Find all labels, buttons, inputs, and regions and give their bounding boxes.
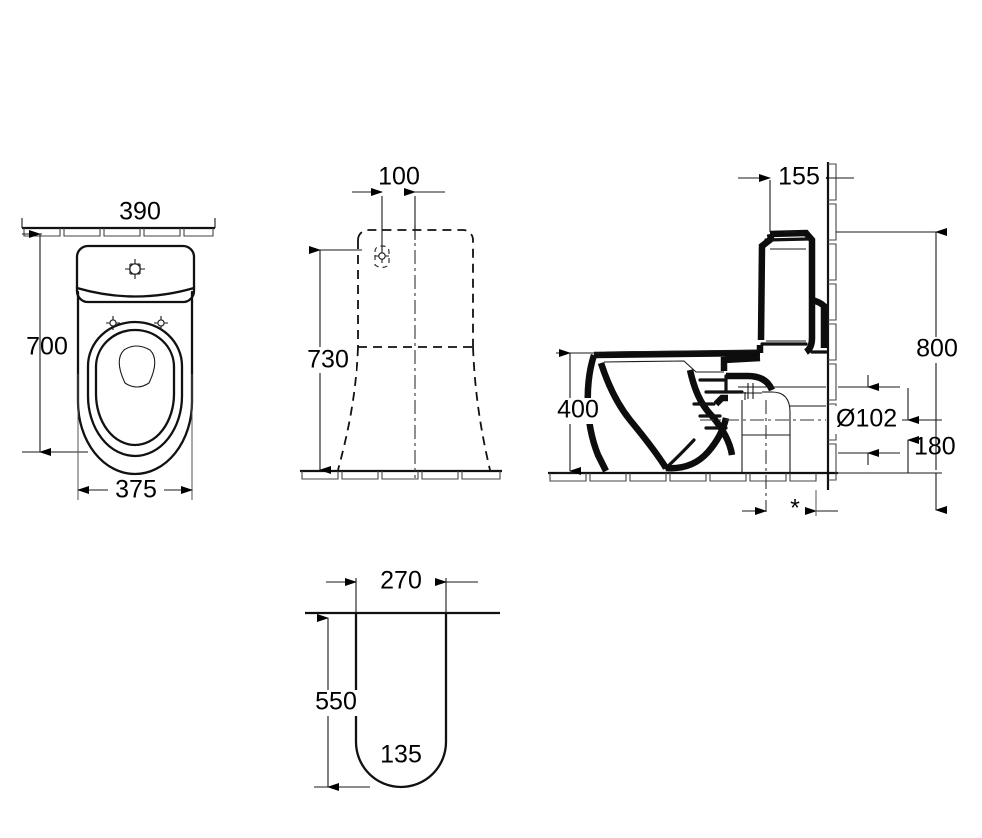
dim-730-label-overlay: 730 <box>307 346 349 374</box>
side-view-wall-line <box>826 162 837 490</box>
front-view: 100 730 730 <box>300 163 502 480</box>
dim-800: 800 800 <box>836 228 966 514</box>
side-view-waste-outlet-pipe <box>700 383 826 512</box>
dim-155-label-overlay: 155 <box>778 163 820 191</box>
dim-375-label-overlay: 375 <box>115 476 157 504</box>
top-view-fixing-hole-right-icon <box>154 316 168 330</box>
front-view-body-hidden-outline <box>337 229 491 471</box>
dim-270-label: 270 <box>380 567 422 595</box>
dim-400: 400 400 <box>549 349 607 475</box>
top-view-flush-button-icon <box>125 259 145 279</box>
side-view-cistern <box>757 229 816 355</box>
dim-100: 100 <box>352 163 445 250</box>
top-view-wall-line <box>22 226 215 237</box>
side-view-trapway-section <box>665 369 736 472</box>
dim-135: 135 <box>380 741 422 769</box>
dim-730: 730 730 <box>300 246 362 474</box>
front-view-floor-line <box>300 469 502 480</box>
top-view-fixing-hole-left-icon <box>106 316 120 330</box>
front-view-fixing-hole-icon <box>374 245 390 269</box>
dim-390-label: 390 <box>119 198 161 226</box>
dim-800-label-overlay: 800 <box>916 335 958 363</box>
dim-asterisk-label: * <box>790 495 800 523</box>
dim-550-label-overlay: 550 <box>315 688 357 716</box>
dim-700-label: 700 <box>26 333 68 361</box>
dim-155: 155 155 <box>738 163 854 232</box>
dim-550: 550 550 <box>307 614 370 791</box>
top-view-seat-ring <box>86 320 184 458</box>
bottom-view-footprint-outline <box>354 611 448 789</box>
side-view-cistern-wall-bracket <box>810 296 828 354</box>
dim-135-label: 135 <box>380 741 422 769</box>
dim-700: 700 <box>22 230 88 456</box>
side-view: 155 155 800 800 400 <box>548 162 966 523</box>
bottom-view: 270 550 550 135 <box>305 567 500 791</box>
side-view-floor-line <box>548 471 838 482</box>
top-view: 390 700 375 375 <box>21 198 216 504</box>
side-view-seat-lid <box>603 349 775 407</box>
dim-180: 180 <box>902 388 956 473</box>
top-view-pan-outline <box>76 290 194 476</box>
dim-180-label: 180 <box>914 433 956 461</box>
dim-270: 270 <box>326 567 478 613</box>
dim-390: 390 <box>21 198 216 228</box>
dim-375: 375 375 <box>77 374 193 504</box>
dim-d102-label-overlay: Ø102 <box>836 405 897 433</box>
dim-asterisk: * <box>742 490 838 523</box>
top-view-cistern-outline <box>75 244 196 304</box>
dim-400-label-overlay: 400 <box>557 396 599 424</box>
dim-d102: Ø102 Ø102 <box>833 375 911 465</box>
dim-100-label: 100 <box>378 163 420 191</box>
top-view-inner-bowl <box>118 345 156 388</box>
